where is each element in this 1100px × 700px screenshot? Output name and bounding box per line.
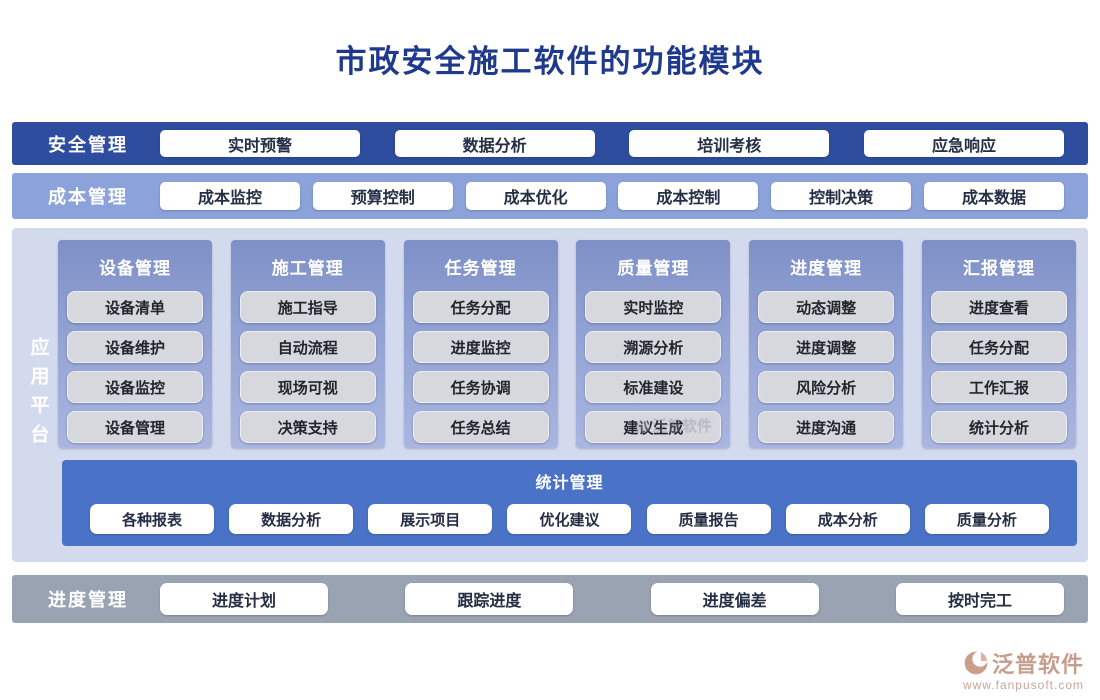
progress-button-on-time[interactable]: 按时完工 <box>895 583 1064 615</box>
module-item[interactable]: 建议生成 <box>585 411 722 443</box>
column-reporting-management: 汇报管理 进度查看 任务分配 工作汇报 统计分析 <box>921 240 1076 448</box>
module-item[interactable]: 施工指导 <box>239 291 376 323</box>
cost-button-monitoring[interactable]: 成本监控 <box>160 182 300 210</box>
progress-button-deviation[interactable]: 进度偏差 <box>650 583 819 615</box>
stats-button-cost-analysis[interactable]: 成本分析 <box>785 504 910 534</box>
module-item[interactable]: 溯源分析 <box>585 331 722 363</box>
stats-button-reports[interactable]: 各种报表 <box>90 504 214 534</box>
progress-bar-label: 进度管理 <box>48 590 128 610</box>
column-progress-management: 进度管理 动态调整 进度调整 风险分析 进度沟通 <box>749 240 904 448</box>
module-item[interactable]: 风险分析 <box>758 371 895 403</box>
stats-button-quality-analysis[interactable]: 质量分析 <box>924 504 1049 534</box>
progress-bar-buttons: 进度计划 跟踪进度 进度偏差 按时完工 <box>160 583 1064 615</box>
cost-button-control[interactable]: 成本控制 <box>618 182 759 210</box>
fanpu-logo-icon <box>963 650 989 676</box>
module-item[interactable]: 进度沟通 <box>758 411 895 443</box>
page-title: 市政安全施工软件的功能模块 <box>335 44 765 79</box>
stats-button-optimization-advice[interactable]: 优化建议 <box>507 504 632 534</box>
brand-url: www.fanpusoft.com <box>962 678 1084 692</box>
column-title: 施工管理 <box>271 259 344 278</box>
progress-management-bar: 进度管理 进度计划 跟踪进度 进度偏差 按时完工 <box>12 575 1088 623</box>
module-columns: 设备管理 设备清单 设备维护 设备监控 设备管理 施工管理 施工指导 自动流程 … <box>58 240 1076 448</box>
module-item[interactable]: 任务分配 <box>412 291 549 323</box>
statistics-management-bar: 统计管理 各种报表 数据分析 展示项目 优化建议 质量报告 成本分析 质量分析 <box>62 460 1077 546</box>
module-item[interactable]: 任务总结 <box>412 411 549 443</box>
column-equipment-management: 设备管理 设备清单 设备维护 设备监控 设备管理 <box>58 240 212 448</box>
module-item[interactable]: 现场可视 <box>239 371 376 403</box>
module-item[interactable]: 设备管理 <box>67 411 203 443</box>
cost-button-optimization[interactable]: 成本优化 <box>465 182 606 210</box>
platform-vertical-label: 应用平台 <box>27 337 49 453</box>
module-item[interactable]: 统计分析 <box>930 411 1067 443</box>
cost-management-bar: 成本管理 成本监控 预算控制 成本优化 成本控制 控制决策 成本数据 <box>12 173 1088 219</box>
module-item[interactable]: 标准建设 <box>585 371 722 403</box>
module-item[interactable]: 进度监控 <box>412 331 549 363</box>
column-quality-management: 质量管理 实时监控 溯源分析 标准建设 建议生成 <box>576 240 731 448</box>
stats-button-data-analysis[interactable]: 数据分析 <box>229 504 354 534</box>
module-item[interactable]: 自动流程 <box>239 331 376 363</box>
column-title: 设备管理 <box>99 259 171 278</box>
stats-button-project-display[interactable]: 展示项目 <box>368 504 493 534</box>
cost-button-budget-control[interactable]: 预算控制 <box>312 182 453 210</box>
module-item[interactable]: 设备清单 <box>67 291 203 323</box>
safety-bar-buttons: 实时预警 数据分析 培训考核 应急响应 <box>160 130 1064 157</box>
cost-button-decision[interactable]: 控制决策 <box>771 182 912 210</box>
cost-button-data[interactable]: 成本数据 <box>923 182 1064 210</box>
module-item[interactable]: 任务分配 <box>930 331 1067 363</box>
safety-button-training-assessment[interactable]: 培训考核 <box>629 130 830 157</box>
footer-brand: 泛普软件 www.fanpusoft.com <box>963 647 1084 692</box>
module-item[interactable]: 任务协调 <box>412 371 549 403</box>
progress-button-tracking[interactable]: 跟踪进度 <box>405 583 574 615</box>
safety-button-emergency-response[interactable]: 应急响应 <box>863 130 1064 157</box>
column-task-management: 任务管理 任务分配 进度监控 任务协调 任务总结 <box>403 240 558 448</box>
stats-button-quality-report[interactable]: 质量报告 <box>646 504 771 534</box>
cost-bar-label: 成本管理 <box>48 187 128 207</box>
column-title: 汇报管理 <box>962 259 1035 278</box>
module-item[interactable]: 动态调整 <box>758 291 895 323</box>
safety-bar-label: 安全管理 <box>48 134 128 155</box>
progress-button-plan[interactable]: 进度计划 <box>160 583 328 615</box>
column-title: 任务管理 <box>444 259 517 278</box>
brand-name: 泛普软件 <box>991 652 1084 677</box>
module-item[interactable]: 设备监控 <box>67 371 203 403</box>
column-title: 质量管理 <box>617 259 690 278</box>
module-item[interactable]: 进度查看 <box>930 291 1067 323</box>
module-item[interactable]: 工作汇报 <box>930 371 1067 403</box>
column-construction-management: 施工管理 施工指导 自动流程 现场可视 决策支持 <box>230 240 385 448</box>
statistics-buttons: 各种报表 数据分析 展示项目 优化建议 质量报告 成本分析 质量分析 <box>90 504 1049 534</box>
module-item[interactable]: 进度调整 <box>758 331 895 363</box>
safety-management-bar: 安全管理 实时预警 数据分析 培训考核 应急响应 <box>12 122 1088 165</box>
statistics-title: 统计管理 <box>535 475 604 492</box>
module-item[interactable]: 决策支持 <box>239 411 376 443</box>
application-platform-panel: 应用平台 设备管理 设备清单 设备维护 设备监控 设备管理 施工管理 施工指导 … <box>12 228 1088 562</box>
safety-button-data-analysis[interactable]: 数据分析 <box>394 130 595 157</box>
module-item[interactable]: 设备维护 <box>67 331 203 363</box>
module-item[interactable]: 实时监控 <box>585 291 722 323</box>
column-title: 进度管理 <box>790 259 863 278</box>
safety-button-realtime-warning[interactable]: 实时预警 <box>160 130 360 157</box>
cost-bar-buttons: 成本监控 预算控制 成本优化 成本控制 控制决策 成本数据 <box>160 182 1064 210</box>
